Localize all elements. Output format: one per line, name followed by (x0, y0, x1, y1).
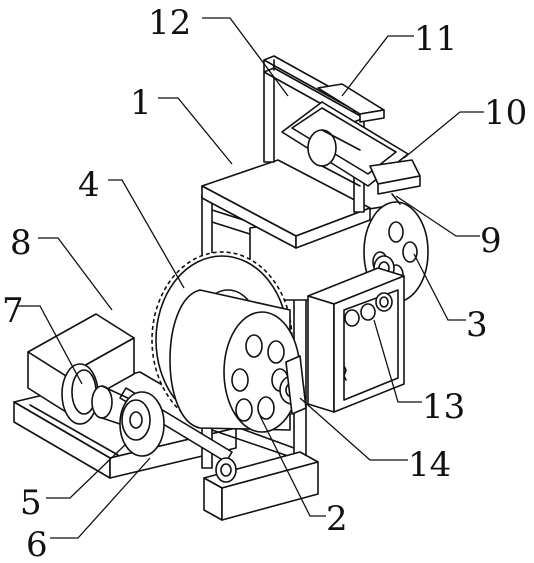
top-plate (201, 159, 371, 249)
label-7: 7 (2, 291, 24, 331)
label-8: 8 (10, 223, 32, 263)
label-5: 5 (20, 483, 42, 523)
label-10: 10 (484, 93, 527, 133)
leader-lines (18, 17, 484, 539)
tool-assembly (281, 83, 421, 205)
label-2: 2 (326, 499, 348, 539)
label-12: 12 (148, 3, 191, 43)
label-6: 6 (26, 525, 48, 563)
control-box (307, 267, 405, 413)
label-1: 1 (130, 83, 152, 123)
label-11: 11 (414, 19, 457, 59)
label-13: 13 (422, 387, 465, 427)
label-14: 14 (408, 445, 451, 485)
label-4: 4 (78, 165, 100, 205)
label-9: 9 (480, 221, 502, 261)
motor (27, 313, 135, 429)
pinion-gear (119, 391, 165, 457)
label-3: 3 (466, 305, 488, 345)
part-labels: 12 11 1 10 4 8 9 7 3 13 14 5 2 6 (2, 3, 527, 563)
front-drum (169, 289, 305, 433)
